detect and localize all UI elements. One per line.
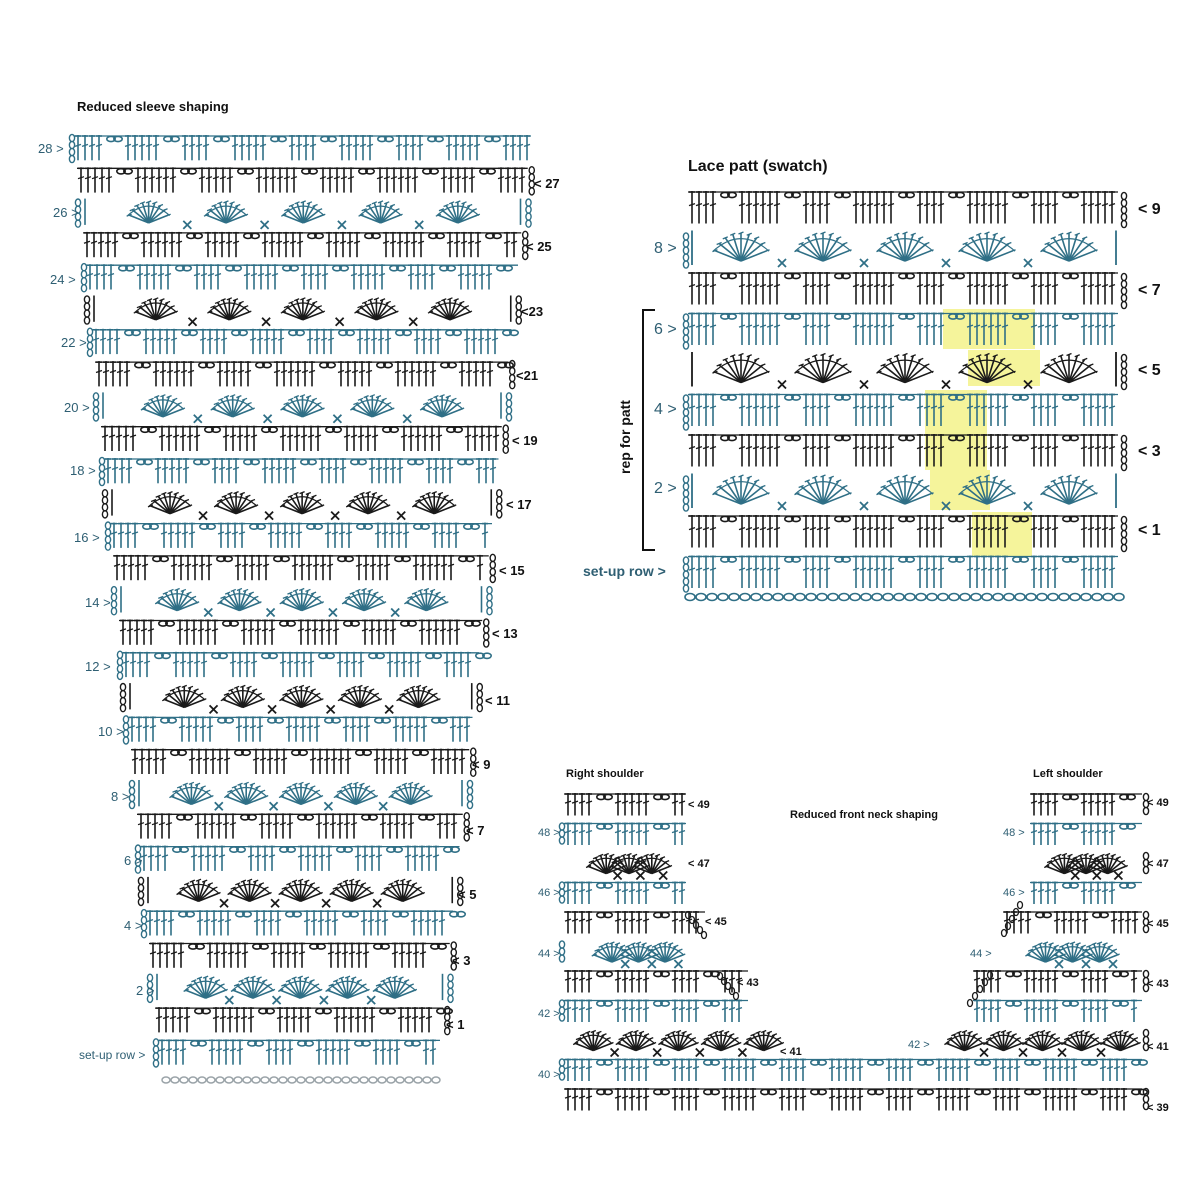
neck-title: Reduced front neck shaping bbox=[790, 809, 938, 821]
swatch-row-label: 8 > bbox=[654, 240, 677, 257]
sleeve-row-label: 16 > bbox=[74, 530, 100, 545]
repeat-bracket bbox=[642, 309, 655, 551]
neck-right-row-label: < 49 bbox=[688, 799, 710, 811]
sleeve-row-label: 2 > bbox=[136, 983, 155, 998]
left-shoulder-title: Left shoulder bbox=[1033, 768, 1103, 780]
neck-right-row-label: 44 > bbox=[538, 948, 560, 960]
neck-left-row-label: < 43 bbox=[1147, 978, 1169, 990]
sleeve-row-label: <23 bbox=[521, 304, 544, 319]
swatch-row-label: < 1 bbox=[1138, 522, 1161, 539]
neck-left-row-label: 46 > bbox=[1003, 887, 1025, 899]
neck-right-row-label: 46 > bbox=[538, 887, 560, 899]
swatch-row-label: < 5 bbox=[1138, 362, 1161, 379]
neck-right-row-label: 48 > bbox=[538, 827, 560, 839]
sleeve-row-label: 6 > bbox=[124, 853, 143, 868]
sleeve-row-label: 12 > bbox=[85, 659, 111, 674]
sleeve-row-label: < 13 bbox=[492, 626, 518, 641]
sleeve-row-label: < 17 bbox=[506, 497, 532, 512]
neck-right-row-label: 40 > bbox=[538, 1069, 560, 1081]
sleeve-row-label: < 9 bbox=[472, 757, 491, 772]
sleeve-row-label: < 1 bbox=[446, 1017, 465, 1032]
neck-left-row-label: < 41 bbox=[1147, 1041, 1169, 1053]
swatch-row-label: 4 > bbox=[654, 401, 677, 418]
sleeve-row-label: <21 bbox=[516, 368, 539, 383]
neck-right-row-label: < 41 bbox=[780, 1046, 802, 1058]
neck-chart bbox=[558, 792, 1150, 1111]
neck-left-row-label: < 39 bbox=[1147, 1102, 1169, 1114]
swatch-row-label: 2 > bbox=[654, 480, 677, 497]
neck-right-row-label: < 47 bbox=[688, 858, 710, 870]
neck-left-row-label: 44 > bbox=[970, 948, 992, 960]
sleeve-chart bbox=[68, 133, 536, 1084]
sleeve-row-label: 26 > bbox=[53, 205, 79, 220]
sleeve-row-label: < 25 bbox=[526, 239, 552, 254]
swatch-title: Lace patt (swatch) bbox=[688, 158, 828, 175]
sleeve-row-label: < 7 bbox=[466, 823, 485, 838]
sleeve-row-label: < 27 bbox=[534, 176, 560, 191]
sleeve-row-label: < 3 bbox=[452, 953, 471, 968]
sleeve-row-label: 14 > bbox=[85, 595, 111, 610]
repeat-bracket-label: rep for patt bbox=[616, 400, 633, 474]
sleeve-row-label: 22 > bbox=[61, 335, 87, 350]
neck-left-row-label: 48 > bbox=[1003, 827, 1025, 839]
neck-left-row-label: < 47 bbox=[1147, 858, 1169, 870]
neck-right-row-label: < 43 bbox=[737, 977, 759, 989]
sleeve-row-label: 8 > bbox=[111, 789, 130, 804]
neck-right-row-label: 42 > bbox=[538, 1008, 560, 1020]
repeat-highlight bbox=[972, 512, 1032, 556]
swatch-row-label: < 7 bbox=[1138, 282, 1161, 299]
neck-right-row-label: < 45 bbox=[705, 916, 727, 928]
sleeve-row-label: < 5 bbox=[458, 887, 477, 902]
right-shoulder-title: Right shoulder bbox=[566, 768, 644, 780]
swatch-row-label: < 9 bbox=[1138, 201, 1161, 218]
swatch-chart bbox=[642, 191, 1128, 602]
sleeve-title: Reduced sleeve shaping bbox=[77, 99, 229, 114]
swatch-row-label: < 3 bbox=[1138, 443, 1161, 460]
neck-left-row-label: 42 > bbox=[908, 1039, 930, 1051]
swatch-row-label: 6 > bbox=[654, 321, 677, 338]
sleeve-row-label: 18 > bbox=[70, 463, 96, 478]
neck-left-row-label: < 45 bbox=[1147, 918, 1169, 930]
sleeve-row-label: 4 > bbox=[124, 918, 143, 933]
swatch-setup-label: set-up row > bbox=[583, 563, 666, 579]
sleeve-row-label: 10 > bbox=[98, 724, 124, 739]
sleeve-row-label: 24 > bbox=[50, 272, 76, 287]
sleeve-row-label: < 11 bbox=[485, 693, 510, 708]
sleeve-row-label: 20 > bbox=[64, 400, 90, 415]
sleeve-setup-label: set-up row > bbox=[79, 1048, 146, 1062]
neck-left-row-label: < 49 bbox=[1147, 797, 1169, 809]
sleeve-row-label: 28 > bbox=[38, 141, 64, 156]
sleeve-row-label: < 19 bbox=[512, 433, 538, 448]
sleeve-row-label: < 15 bbox=[499, 563, 525, 578]
